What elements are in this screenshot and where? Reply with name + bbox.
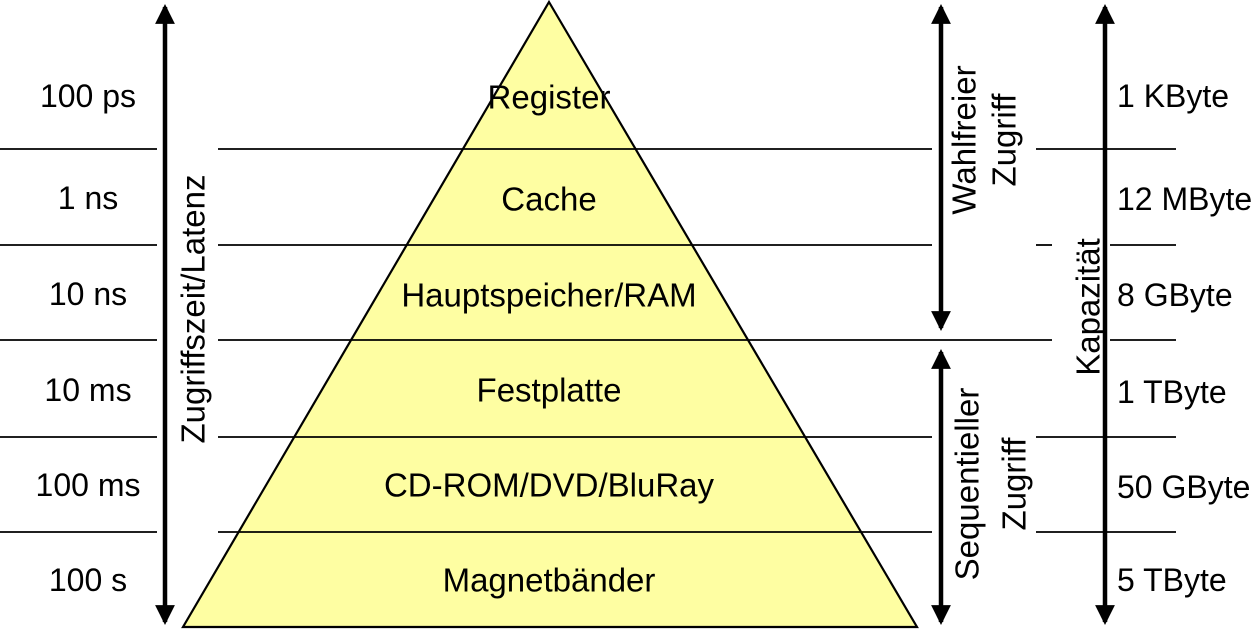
capacity-value-cache: 12 MByte xyxy=(1117,181,1252,217)
latency-value-tape: 100 s xyxy=(49,562,127,598)
capacity-axis-label: Kapazität xyxy=(1070,238,1107,376)
level-label-optical: CD-ROM/DVD/BluRay xyxy=(384,467,715,504)
sequential-access-label-line2: Zugriff xyxy=(996,437,1033,531)
level-label-hdd: Festplatte xyxy=(477,372,622,409)
latency-value-register: 100 ps xyxy=(40,78,136,114)
level-label-ram: Hauptspeicher/RAM xyxy=(401,277,696,314)
latency-value-optical: 100 ms xyxy=(36,467,141,503)
capacity-value-register: 1 KByte xyxy=(1117,78,1229,114)
pyramid-shape xyxy=(181,0,919,629)
random-access-label-line1: Wahlfreier xyxy=(946,65,983,214)
level-label-register: Register xyxy=(488,79,611,116)
capacity-value-hdd: 1 TByte xyxy=(1117,374,1227,410)
sequential-access-label-line1: Sequentieller xyxy=(949,388,986,581)
random-access-label-line2: Zugriff xyxy=(986,93,1023,187)
latency-value-hdd: 10 ms xyxy=(44,372,131,408)
latency-value-ram: 10 ns xyxy=(49,276,127,312)
capacity-value-ram: 8 GByte xyxy=(1117,277,1233,313)
capacity-value-optical: 50 GByte xyxy=(1117,469,1250,505)
level-label-cache: Cache xyxy=(501,181,596,218)
capacity-value-tape: 5 TByte xyxy=(1117,562,1227,598)
latency-axis-label: Zugriffszeit/Latenz xyxy=(175,174,212,443)
level-label-tape: Magnetbänder xyxy=(443,562,656,599)
latency-value-cache: 1 ns xyxy=(58,180,118,216)
